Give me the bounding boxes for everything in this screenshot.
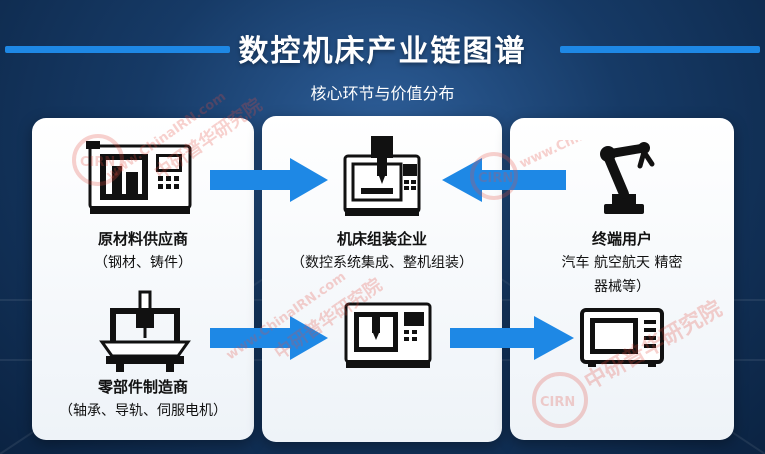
- title-bar-left: [5, 46, 230, 53]
- arrow-right-icon: [210, 316, 328, 360]
- node-detail-end-users-line2: 器械等）: [594, 279, 650, 295]
- page-title: 数控机床产业链图谱: [238, 34, 527, 69]
- page-subtitle: 核心环节与价值分布: [310, 84, 455, 103]
- node-label-end-users: 终端用户: [591, 230, 652, 248]
- microwave-oven-icon: [580, 308, 664, 367]
- node-detail-assembly: （数控系统集成、整机组装）: [291, 255, 473, 271]
- arrow-right-icon: [210, 158, 328, 202]
- cnc-machine-icon: [86, 141, 192, 214]
- node-detail-raw-materials: （钢材、铸件）: [94, 255, 192, 271]
- machining-center-icon: [344, 302, 432, 368]
- node-label-components: 零部件制造商: [97, 378, 188, 396]
- robot-arm-icon: [600, 142, 655, 214]
- node-detail-components: （轴承、导轨、伺服电机）: [59, 403, 227, 419]
- node-detail-end-users-line1: 汽车 航空航天 精密: [561, 255, 683, 271]
- vertical-mill-icon: [343, 136, 421, 216]
- node-label-assembly: 机床组装企业: [336, 230, 427, 248]
- arrow-right-icon: [450, 316, 574, 360]
- arrow-left-icon: [442, 158, 566, 202]
- node-label-raw-materials: 原材料供应商: [97, 230, 188, 248]
- engraving-machine-icon: [99, 290, 191, 372]
- title-bar-right: [560, 46, 760, 53]
